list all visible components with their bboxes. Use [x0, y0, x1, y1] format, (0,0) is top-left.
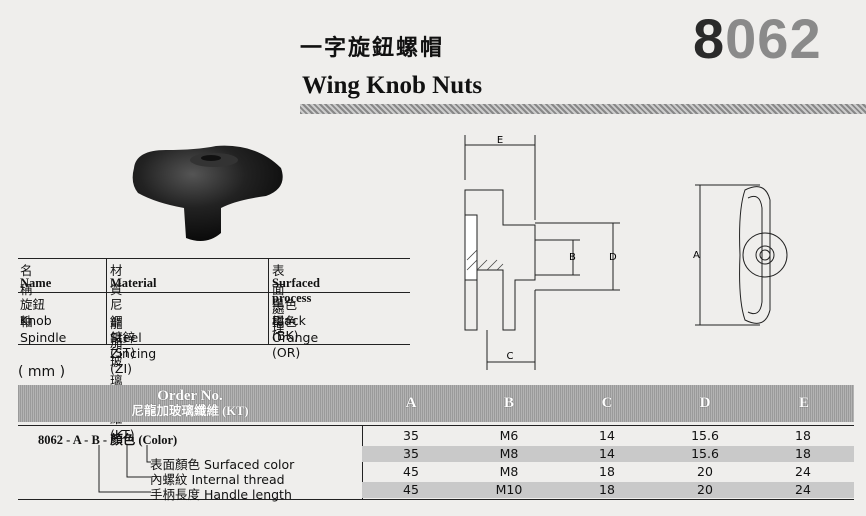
product-code: 8062 — [693, 6, 822, 71]
order-code: 8062 - A - B - 顏色 (Color) — [38, 433, 178, 447]
cell-a: 35 — [403, 428, 419, 443]
cell-b: M8 — [499, 464, 519, 479]
col-header-c: C — [601, 395, 613, 411]
cell-a: 35 — [403, 446, 419, 461]
cell-e: 18 — [795, 446, 811, 461]
row-material: 鍍鋅 Zincing (ZI) — [110, 330, 157, 376]
page-title: Wing Knob Nuts — [302, 72, 483, 99]
unit-label: ( mm ) — [18, 364, 66, 380]
col-header-d: D — [699, 395, 711, 411]
row-surface: 橘色 Orange (OR) — [272, 314, 319, 360]
header-surface-zh: 表面處理 — [272, 263, 285, 335]
order-table: Order No. 尼龍加玻璃纖維 (KT) A B C D E 8062 - … — [18, 385, 854, 503]
cell-c: 14 — [599, 446, 615, 461]
cell-c: 18 — [599, 464, 615, 479]
table-row: 35 M8 14 15.6 18 — [362, 446, 854, 462]
header-surface-en: Surfaced process — [272, 276, 320, 305]
col-header-b: B — [503, 395, 514, 411]
order-code-leaders — [98, 445, 151, 493]
legend-internal-thread: 內螺紋 Internal thread — [150, 472, 285, 487]
side-section-drawing: E B D C — [464, 135, 620, 370]
row-name: 軸 Spindle — [20, 314, 67, 345]
cell-e: 24 — [795, 464, 811, 479]
col-header-a: A — [405, 395, 417, 411]
cell-b: M10 — [495, 482, 523, 497]
row-material: 鋼 Steel (ST) — [110, 314, 142, 360]
cell-d: 15.6 — [691, 428, 719, 443]
header-material-en: Material — [110, 276, 157, 290]
cell-e: 24 — [795, 482, 811, 497]
header-material-zh: 材質 — [110, 263, 123, 297]
product-code-rest: 062 — [725, 7, 822, 70]
dim-label-c: C — [507, 351, 514, 362]
table-row: 45 M10 18 20 24 — [362, 482, 854, 498]
page-title-chinese: 一字旋鈕螺帽 — [300, 36, 445, 61]
table-row: 35 M6 14 15.6 18 — [362, 428, 854, 444]
row-name: 旋鈕 Knob — [20, 297, 52, 328]
cell-c: 14 — [599, 428, 615, 443]
header-name-en: Name — [20, 276, 52, 290]
header-name-zh: 名稱 — [20, 263, 33, 297]
table-row: 45 M8 18 20 24 — [362, 464, 854, 480]
cell-d: 20 — [697, 464, 713, 479]
cell-b: M6 — [499, 428, 519, 443]
header-order-no: Order No. — [157, 387, 223, 404]
dim-label-d: D — [609, 252, 617, 263]
cell-e: 18 — [795, 428, 811, 443]
front-view-drawing: A — [693, 184, 788, 326]
cell-c: 18 — [599, 482, 615, 497]
cell-d: 20 — [697, 482, 713, 497]
cell-d: 15.6 — [691, 446, 719, 461]
product-code-first-digit: 8 — [693, 7, 726, 70]
dim-label-e: E — [497, 135, 503, 146]
header-order-sub: 尼龍加玻璃纖維 (KT) — [131, 403, 249, 418]
legend-handle-length: 手柄長度 Handle length — [150, 487, 292, 502]
order-table-header — [18, 385, 854, 422]
row-surface: 黑色 Black (BK) — [272, 297, 306, 343]
dim-label-a: A — [693, 250, 700, 261]
dim-label-b: B — [569, 252, 576, 263]
col-header-e: E — [798, 395, 809, 411]
row-material: 尼龍加玻璃纖維 (KT) — [110, 297, 135, 442]
cell-b: M8 — [499, 446, 519, 461]
title-divider — [300, 104, 866, 114]
cell-a: 45 — [403, 482, 419, 497]
legend-surfaced-color: 表面顏色 Surfaced color — [150, 457, 295, 472]
knob-photo — [132, 145, 283, 242]
cell-a: 45 — [403, 464, 419, 479]
